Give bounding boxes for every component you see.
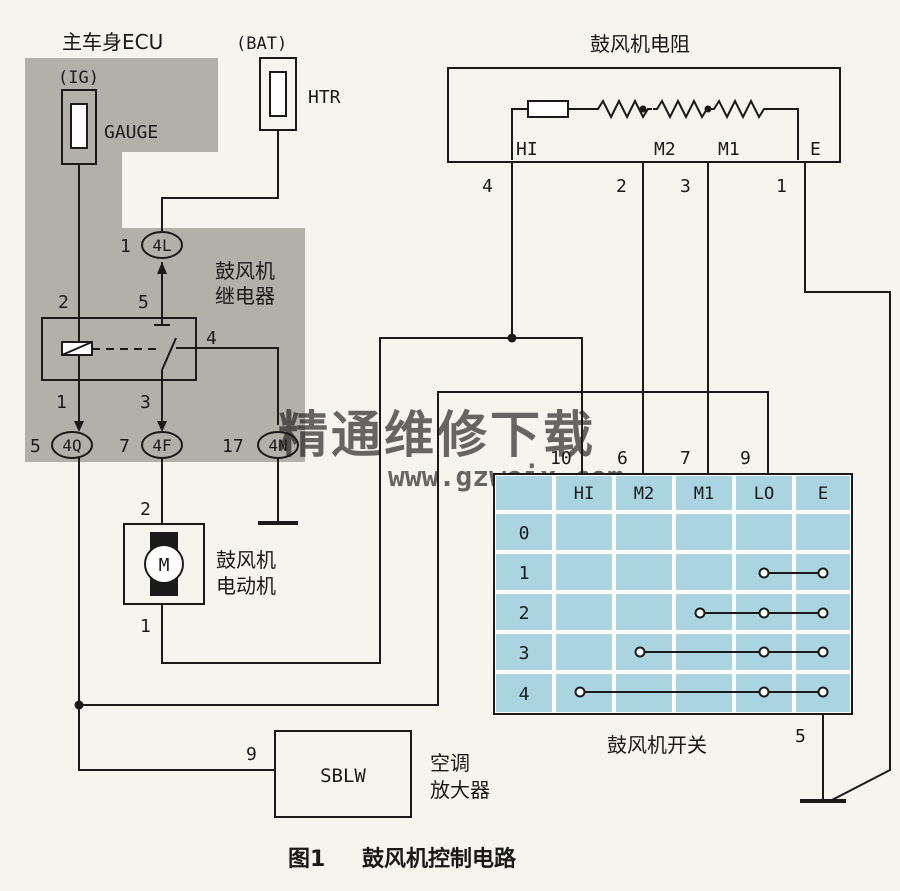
switch-col-lo: LO (754, 484, 774, 504)
switch-col-m2: M2 (634, 484, 654, 504)
amp-label-2: 放大器 (430, 778, 490, 802)
connector-4q (51, 431, 93, 459)
resistor-pin-hi: 4 (482, 176, 493, 197)
conn-4f-label: 4F (152, 436, 171, 455)
conn-4l-pin: 1 (120, 236, 131, 257)
watermark-cn: 精通维修下载 (278, 406, 596, 464)
switch-col-m1: M1 (694, 484, 714, 504)
motor-label-1: 鼓风机 (216, 548, 276, 572)
ac-amplifier-box (274, 730, 412, 818)
connector-4l (141, 231, 183, 259)
switch-col-e: E (818, 484, 828, 504)
relay-pin3: 3 (140, 392, 151, 413)
amp-pin: 9 (246, 744, 257, 765)
motor-pin-top: 2 (140, 499, 151, 520)
switch-pin-lo: 9 (740, 448, 751, 469)
conn-4q-pin: 5 (30, 436, 41, 457)
resistor-m2: M2 (654, 139, 676, 160)
relay-label-1: 鼓风机 (215, 259, 275, 283)
caption-fig: 图1 (288, 847, 325, 872)
resistor-e: E (810, 139, 821, 160)
blower-motor-box (123, 523, 205, 605)
resistor-title: 鼓风机电阻 (590, 32, 690, 56)
switch-col-hi: HI (574, 484, 594, 504)
switch-row-4: 4 (519, 684, 530, 705)
switch-row-3: 3 (519, 643, 530, 664)
relay-pin1: 1 (56, 392, 67, 413)
switch-row-0: 0 (519, 523, 530, 544)
motor-pin-bottom: 1 (140, 616, 151, 637)
motor-label-2: 电动机 (216, 574, 276, 598)
resistor-m1: M1 (718, 139, 740, 160)
amp-label-1: 空调 (430, 751, 470, 775)
conn-4l-label: 4L (152, 236, 171, 255)
resistor-pin-m1: 3 (680, 176, 691, 197)
resistor-pin-e: 1 (776, 176, 787, 197)
switch-pin-m2: 6 (617, 448, 628, 469)
blower-switch: 10 6 7 9 HI M2 M1 LO E 0 1 2 3 4 (493, 448, 853, 715)
resistor-hi: HI (516, 139, 538, 160)
switch-title: 鼓风机开关 (607, 733, 707, 757)
switch-row-1: 1 (519, 563, 530, 584)
switch-pin-m1: 7 (680, 448, 691, 469)
motor-symbol (144, 544, 184, 584)
relay-pin5: 5 (138, 292, 149, 313)
resistor-pin-m2: 2 (616, 176, 627, 197)
relay-pin2: 2 (58, 292, 69, 313)
conn-4q-label: 4Q (62, 436, 81, 455)
conn-4f-pin: 7 (119, 436, 130, 457)
ecu-title: 主车身ECU (62, 30, 163, 54)
switch-row-2: 2 (519, 603, 530, 624)
caption-title: 鼓风机控制电路 (362, 846, 517, 872)
relay-pin4: 4 (206, 328, 217, 349)
htr-label: HTR (308, 87, 341, 108)
gauge-label: GAUGE (104, 122, 158, 143)
amp-sblw: SBLW (320, 765, 366, 787)
switch-ground-pin: 5 (795, 726, 806, 747)
switch-pin-hi: 10 (550, 448, 572, 469)
relay-label-2: 继电器 (215, 284, 275, 308)
motor-m: M (159, 555, 170, 576)
ig-label: (IG) (58, 68, 99, 88)
conn-4n-label: 4N (268, 436, 287, 455)
resistor-fuse (527, 100, 569, 118)
conn-4n-pin: 17 (222, 436, 244, 457)
bat-label: (BAT) (236, 34, 287, 54)
